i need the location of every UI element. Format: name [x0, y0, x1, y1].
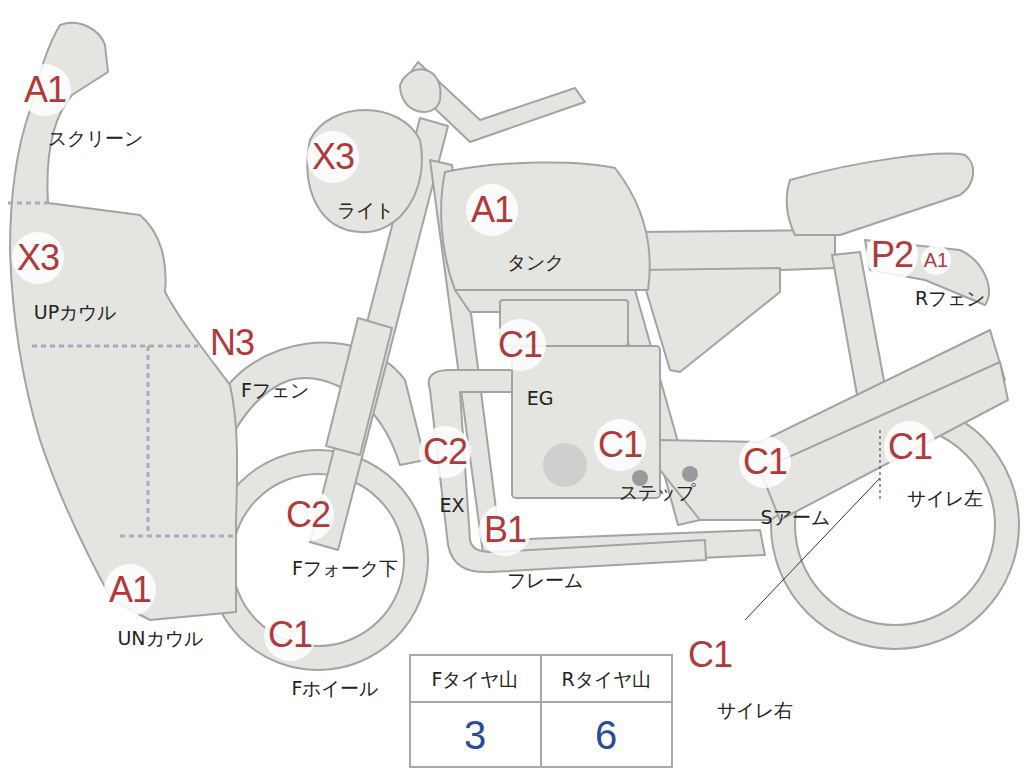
callout-code: C1: [888, 427, 932, 467]
callout-circle: [684, 629, 736, 681]
callout-circle: [594, 419, 646, 471]
table-cell: 6: [595, 713, 617, 757]
callout-code: C2: [423, 432, 467, 472]
part-name: EX: [439, 495, 464, 516]
table-rule: [410, 701, 672, 703]
part-name: フレーム: [507, 570, 583, 591]
headlight: [307, 110, 421, 232]
step-peg: [682, 466, 698, 482]
engine: [512, 346, 660, 498]
callout-code: A1: [109, 570, 151, 610]
front-wheel-rim: [220, 462, 416, 658]
part-name: EG: [527, 388, 554, 409]
callout-circle: [19, 64, 71, 116]
callout-code: C1: [268, 615, 312, 655]
table-header: Fタイヤ山: [432, 669, 519, 690]
part-name: UNカウル: [117, 628, 202, 649]
callout-circle: [307, 131, 359, 183]
part-name: スクリーン: [48, 128, 143, 149]
engine-cover: [543, 443, 587, 487]
tire-table: [410, 655, 672, 767]
callout-code: B1: [484, 510, 526, 550]
cowl: [10, 23, 237, 620]
callout-circle: [466, 184, 518, 236]
fork-lower: [326, 318, 392, 455]
callout-circle: [12, 232, 64, 284]
muffler: [760, 362, 1008, 520]
callout-code: C1: [498, 325, 542, 365]
callout-code: C1: [688, 635, 732, 675]
front-wheel: [220, 462, 416, 658]
callout-code: X3: [312, 137, 354, 177]
callout-circle: [494, 319, 546, 371]
callout-code: C2: [286, 495, 330, 535]
callout-circle: [739, 436, 791, 488]
callout-circle: [479, 504, 531, 556]
mirror: [400, 69, 440, 112]
part-name: ステップ: [619, 482, 695, 503]
callout-circle: [104, 564, 156, 616]
callout-circle: [206, 317, 258, 369]
screen-divider: [8, 202, 48, 205]
callout-circle: [921, 245, 951, 275]
callout-code: N3: [210, 323, 254, 363]
cowl-divider: [147, 346, 150, 536]
callout-circle: [866, 229, 918, 281]
callout-code: C1: [743, 442, 787, 482]
callout-code: C1: [598, 425, 642, 465]
seat: [787, 154, 973, 235]
table-header: Rタイヤ山: [561, 669, 650, 690]
callout-circle: [419, 426, 471, 478]
undercowl-divider: [120, 535, 236, 538]
callout-code: A1: [924, 249, 948, 271]
callout-code: X3: [17, 238, 59, 278]
part-name: サイレ右: [717, 700, 793, 721]
leader-line: [880, 430, 881, 500]
upcowl-divider: [32, 345, 198, 348]
part-name: Fホイール: [292, 678, 379, 699]
part-name: Sアーム: [760, 507, 829, 528]
leader-line: [745, 478, 880, 620]
callout-code: P2: [871, 235, 913, 275]
table-cell: 3: [464, 713, 486, 757]
table-rule: [540, 655, 542, 767]
callout-circle: [282, 489, 334, 541]
callout-code: A1: [24, 70, 66, 110]
part-name: Fフェン: [241, 380, 309, 401]
part-name: Rフェン: [915, 288, 985, 309]
part-name: UPカウル: [34, 302, 116, 323]
callout-code: A1: [471, 190, 513, 230]
tank: [441, 162, 650, 290]
part-name: サイレ左: [907, 488, 983, 509]
callout-circle: [264, 609, 316, 661]
part-name: タンク: [507, 252, 564, 273]
part-name: ライト: [337, 200, 394, 221]
part-name: Fフォーク下: [292, 558, 398, 579]
callout-circle: [884, 421, 936, 473]
